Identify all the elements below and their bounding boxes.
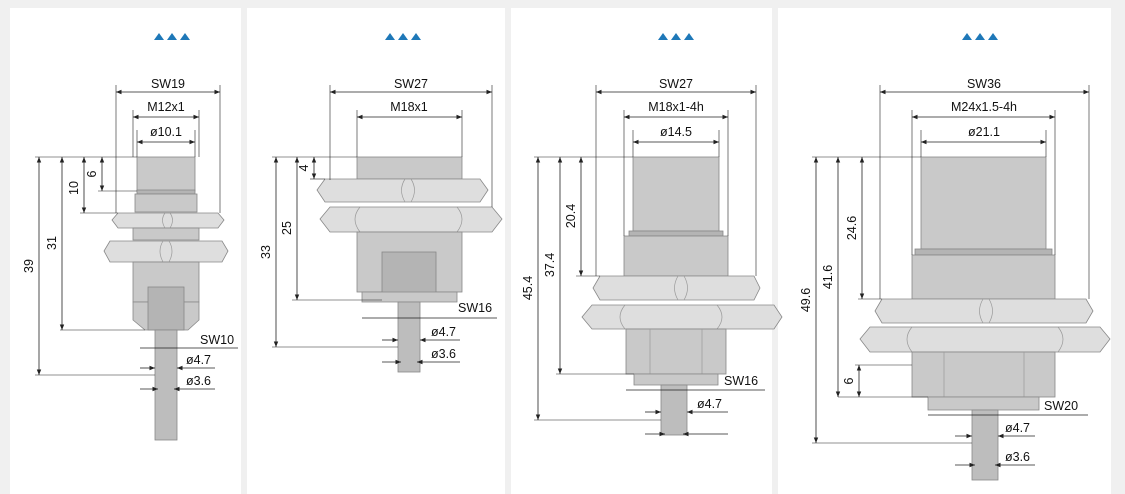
label-sw20: SW20 xyxy=(1044,399,1078,413)
label-dia-4-7: ø4.7 xyxy=(186,353,211,367)
label-dim-37-4: 37.4 xyxy=(543,253,557,277)
nut xyxy=(103,240,229,263)
label-m18x1-4h: M18x1-4h xyxy=(648,100,704,114)
label-sw10: SW10 xyxy=(200,333,234,347)
label-dim-25: 25 xyxy=(280,221,294,235)
nut xyxy=(859,326,1111,353)
sensor-face xyxy=(632,156,720,232)
label-dia-3-6: ø3.6 xyxy=(186,374,211,388)
label-sw16: SW16 xyxy=(724,374,758,388)
label-sw36: SW36 xyxy=(967,77,1001,91)
sensor-face xyxy=(356,156,463,180)
drawing-m24: SW36 M24x1.5-4h ø21.1 24.6 41.6 49.6 6 xyxy=(799,33,1111,481)
expand-arrows-icon[interactable] xyxy=(154,33,190,40)
cable xyxy=(397,301,421,373)
label-m18x1: M18x1 xyxy=(390,100,428,114)
nut xyxy=(111,212,225,229)
label-dia-face: ø10.1 xyxy=(150,125,182,139)
drawing-m18-4h: SW27 M18x1-4h ø14.5 20.4 37.4 45.4 SW16 xyxy=(521,33,783,437)
cable xyxy=(154,329,178,441)
expand-arrows-icon[interactable] xyxy=(385,33,421,40)
label-dim-6: 6 xyxy=(85,170,99,177)
label-dim-39: 39 xyxy=(22,259,36,273)
label-dim-31: 31 xyxy=(45,236,59,250)
sensor-face xyxy=(136,156,196,192)
cable xyxy=(971,409,999,481)
label-dia-4-7: ø4.7 xyxy=(1005,421,1030,435)
label-dia-3-6: ø3.6 xyxy=(1005,450,1030,464)
drawing-m12: SW19 M12x1 ø10.1 6 10 31 39 SW10 xyxy=(22,33,238,441)
label-dim-10: 10 xyxy=(67,181,81,195)
label-dia-face: ø21.1 xyxy=(968,125,1000,139)
label-dim-6: 6 xyxy=(842,377,856,384)
nut xyxy=(316,178,489,203)
label-dim-33: 33 xyxy=(259,245,273,259)
label-dim-41-6: 41.6 xyxy=(821,265,835,289)
label-sw27: SW27 xyxy=(394,77,428,91)
label-dia-4-7: ø4.7 xyxy=(431,325,456,339)
label-sw27: SW27 xyxy=(659,77,693,91)
expand-arrows-icon[interactable] xyxy=(658,33,694,40)
label-dim-45-4: 45.4 xyxy=(521,276,535,300)
label-dim-4: 4 xyxy=(297,164,311,171)
nut xyxy=(319,206,503,233)
sensor-face xyxy=(920,156,1047,250)
label-m24x1-5-4h: M24x1.5-4h xyxy=(951,100,1017,114)
label-dim-49-6: 49.6 xyxy=(799,288,813,312)
label-dia-4-7: ø4.7 xyxy=(697,397,722,411)
label-dim-20-4: 20.4 xyxy=(564,204,578,228)
label-dim-24-6: 24.6 xyxy=(845,216,859,240)
cable xyxy=(660,384,688,436)
nut xyxy=(581,304,783,330)
label-m12x1: M12x1 xyxy=(147,100,185,114)
label-sw19: SW19 xyxy=(151,77,185,91)
label-dia-3-6: ø3.6 xyxy=(431,347,456,361)
expand-arrows-icon[interactable] xyxy=(962,33,998,40)
label-sw16: SW16 xyxy=(458,301,492,315)
nut xyxy=(874,298,1094,324)
nut xyxy=(592,275,761,301)
drawing-m18: SW27 M18x1 4 25 33 SW16 ø4.7 ø3.6 xyxy=(259,33,503,373)
label-dia-face: ø14.5 xyxy=(660,125,692,139)
